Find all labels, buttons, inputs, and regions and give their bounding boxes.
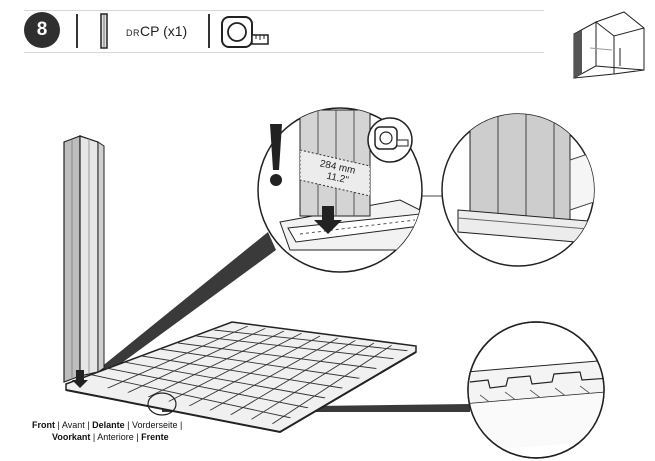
header-divider-2 xyxy=(208,14,210,48)
floor-base xyxy=(65,321,417,434)
caption-sep: | xyxy=(136,432,139,442)
zoom-circle-closeup xyxy=(441,113,595,267)
measure-inches: 11.2" xyxy=(325,171,350,186)
caption-voorkant: Voorkant xyxy=(52,432,91,442)
caption-anteriore: Anteriore xyxy=(97,432,134,442)
panel-part-icon xyxy=(100,13,108,49)
zoom-leader-1 xyxy=(100,232,276,376)
caption-sep: | xyxy=(180,420,183,430)
caption-vorderseite: Vorderseite xyxy=(132,420,178,430)
arrow-down-icon xyxy=(72,370,88,388)
step-number-badge: 8 xyxy=(24,12,60,48)
header-bottom-rule xyxy=(24,52,544,53)
part-label: DRCP (x1) xyxy=(126,23,187,39)
caption-frente: Frente xyxy=(141,432,169,442)
tape-measure-icon xyxy=(221,16,269,48)
wall-panel xyxy=(63,135,105,383)
zoom-marker xyxy=(147,392,177,416)
part-prefix: DR xyxy=(126,28,140,38)
tape-measure-badge-icon xyxy=(367,117,413,163)
caption-delante: Delante xyxy=(92,420,125,430)
part-name: CP xyxy=(140,23,160,39)
zoom-circle-edge xyxy=(467,321,605,459)
part-quantity: (x1) xyxy=(163,23,188,39)
shed-thumbnail-icon xyxy=(573,11,645,79)
caption-sep: | xyxy=(87,420,90,430)
caption-sep: | xyxy=(57,420,60,430)
caption-sep: | xyxy=(92,432,96,442)
header-top-rule xyxy=(24,10,544,11)
caption-avant: Avant xyxy=(61,420,85,430)
caption-front: Front xyxy=(32,420,55,430)
caption-sep: | xyxy=(127,420,130,430)
header-divider xyxy=(76,14,78,48)
warning-icon xyxy=(270,124,282,186)
caption-line-2: Voorkant | Anteriore | Frente xyxy=(32,431,182,443)
caption-line-1: Front | Avant | Delante | Vorderseite | xyxy=(32,419,182,431)
front-caption: Front | Avant | Delante | Vorderseite | … xyxy=(32,419,182,443)
